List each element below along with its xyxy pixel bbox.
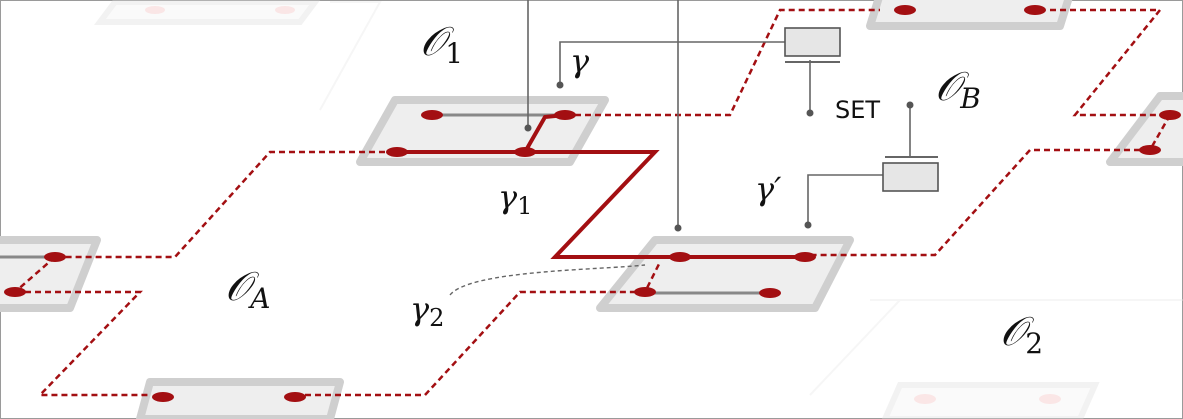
- faded-line: [319, 1, 382, 111]
- terminal-dot: [806, 109, 814, 117]
- plate-center: [596, 236, 854, 312]
- majorana-dot-gamma2: [634, 287, 656, 297]
- set-box-2: [882, 162, 939, 192]
- label-set: SET: [835, 96, 880, 124]
- terminal-dot: [906, 101, 914, 109]
- majorana-dot-gamma1: [514, 147, 536, 157]
- boundary-OB-bottom: [805, 148, 1150, 257]
- plate-bottom: [136, 378, 344, 419]
- faded-plate-top: [94, 0, 321, 25]
- faded-line: [809, 299, 901, 396]
- boundary-OA-bottom-left: [15, 290, 150, 397]
- label-O2: 𝒪2: [1000, 309, 1043, 360]
- faded-dot: [145, 6, 165, 14]
- boundary-left-connector: [14, 256, 56, 293]
- majorana-dot: [284, 392, 306, 402]
- control-lines: [527, 0, 938, 228]
- majorana-dot: [421, 110, 443, 120]
- boundary-OA-top: [55, 150, 395, 259]
- majorana-dot: [1024, 5, 1046, 15]
- faded-plate-bottom: [881, 382, 1100, 419]
- set-box-1: [784, 27, 841, 57]
- label-OB: 𝒪B: [935, 64, 981, 115]
- wire-zigzag: [525, 150, 680, 259]
- majorana-dot-gammaprime: [794, 252, 816, 262]
- label-O1: 𝒪1: [420, 19, 463, 70]
- majorana-dot: [152, 392, 174, 402]
- plate-top-right: [866, 0, 1073, 30]
- faded-dot: [275, 6, 295, 14]
- gamma2-pointer: [449, 264, 646, 296]
- boundary-right-connector: [1148, 114, 1172, 151]
- terminal-dot: [524, 124, 532, 132]
- faded-dot: [1039, 394, 1061, 404]
- majorana-dot: [386, 147, 408, 157]
- faded-dot: [914, 394, 936, 404]
- majorana-dot: [1139, 145, 1161, 155]
- control-terminals: [524, 81, 914, 232]
- majorana-dot: [1159, 110, 1181, 120]
- terminal-dot: [556, 81, 564, 89]
- faded-background: [94, 0, 1183, 419]
- label-gamma1: γ1: [498, 178, 532, 220]
- nanowires: [0, 113, 770, 295]
- label-gamma2: γ2: [410, 290, 444, 332]
- majorana-points: [4, 5, 1181, 402]
- label-gamma: γ: [570, 42, 590, 80]
- majorana-dot: [759, 288, 781, 298]
- probe-line-gammaprime: [807, 174, 885, 225]
- label-gammaprime: γ′: [755, 170, 782, 208]
- boundary-OB-top-left: [565, 8, 880, 117]
- plate-left: [0, 236, 101, 312]
- terminal-dot: [674, 224, 682, 232]
- dashed-boundaries: [14, 8, 1172, 397]
- majorana-dot-gamma: [554, 110, 576, 120]
- label-OA: 𝒪A: [225, 264, 270, 315]
- majorana-dot: [4, 287, 26, 297]
- majorana-dot: [44, 252, 66, 262]
- boundary-OA-bottom-right: [295, 261, 662, 397]
- boundary-OB-top-right: [1050, 8, 1170, 117]
- majorana-dot: [894, 5, 916, 15]
- terminal-dot: [804, 221, 812, 229]
- probe-line-gamma: [559, 41, 785, 85]
- majorana-dot: [669, 252, 691, 262]
